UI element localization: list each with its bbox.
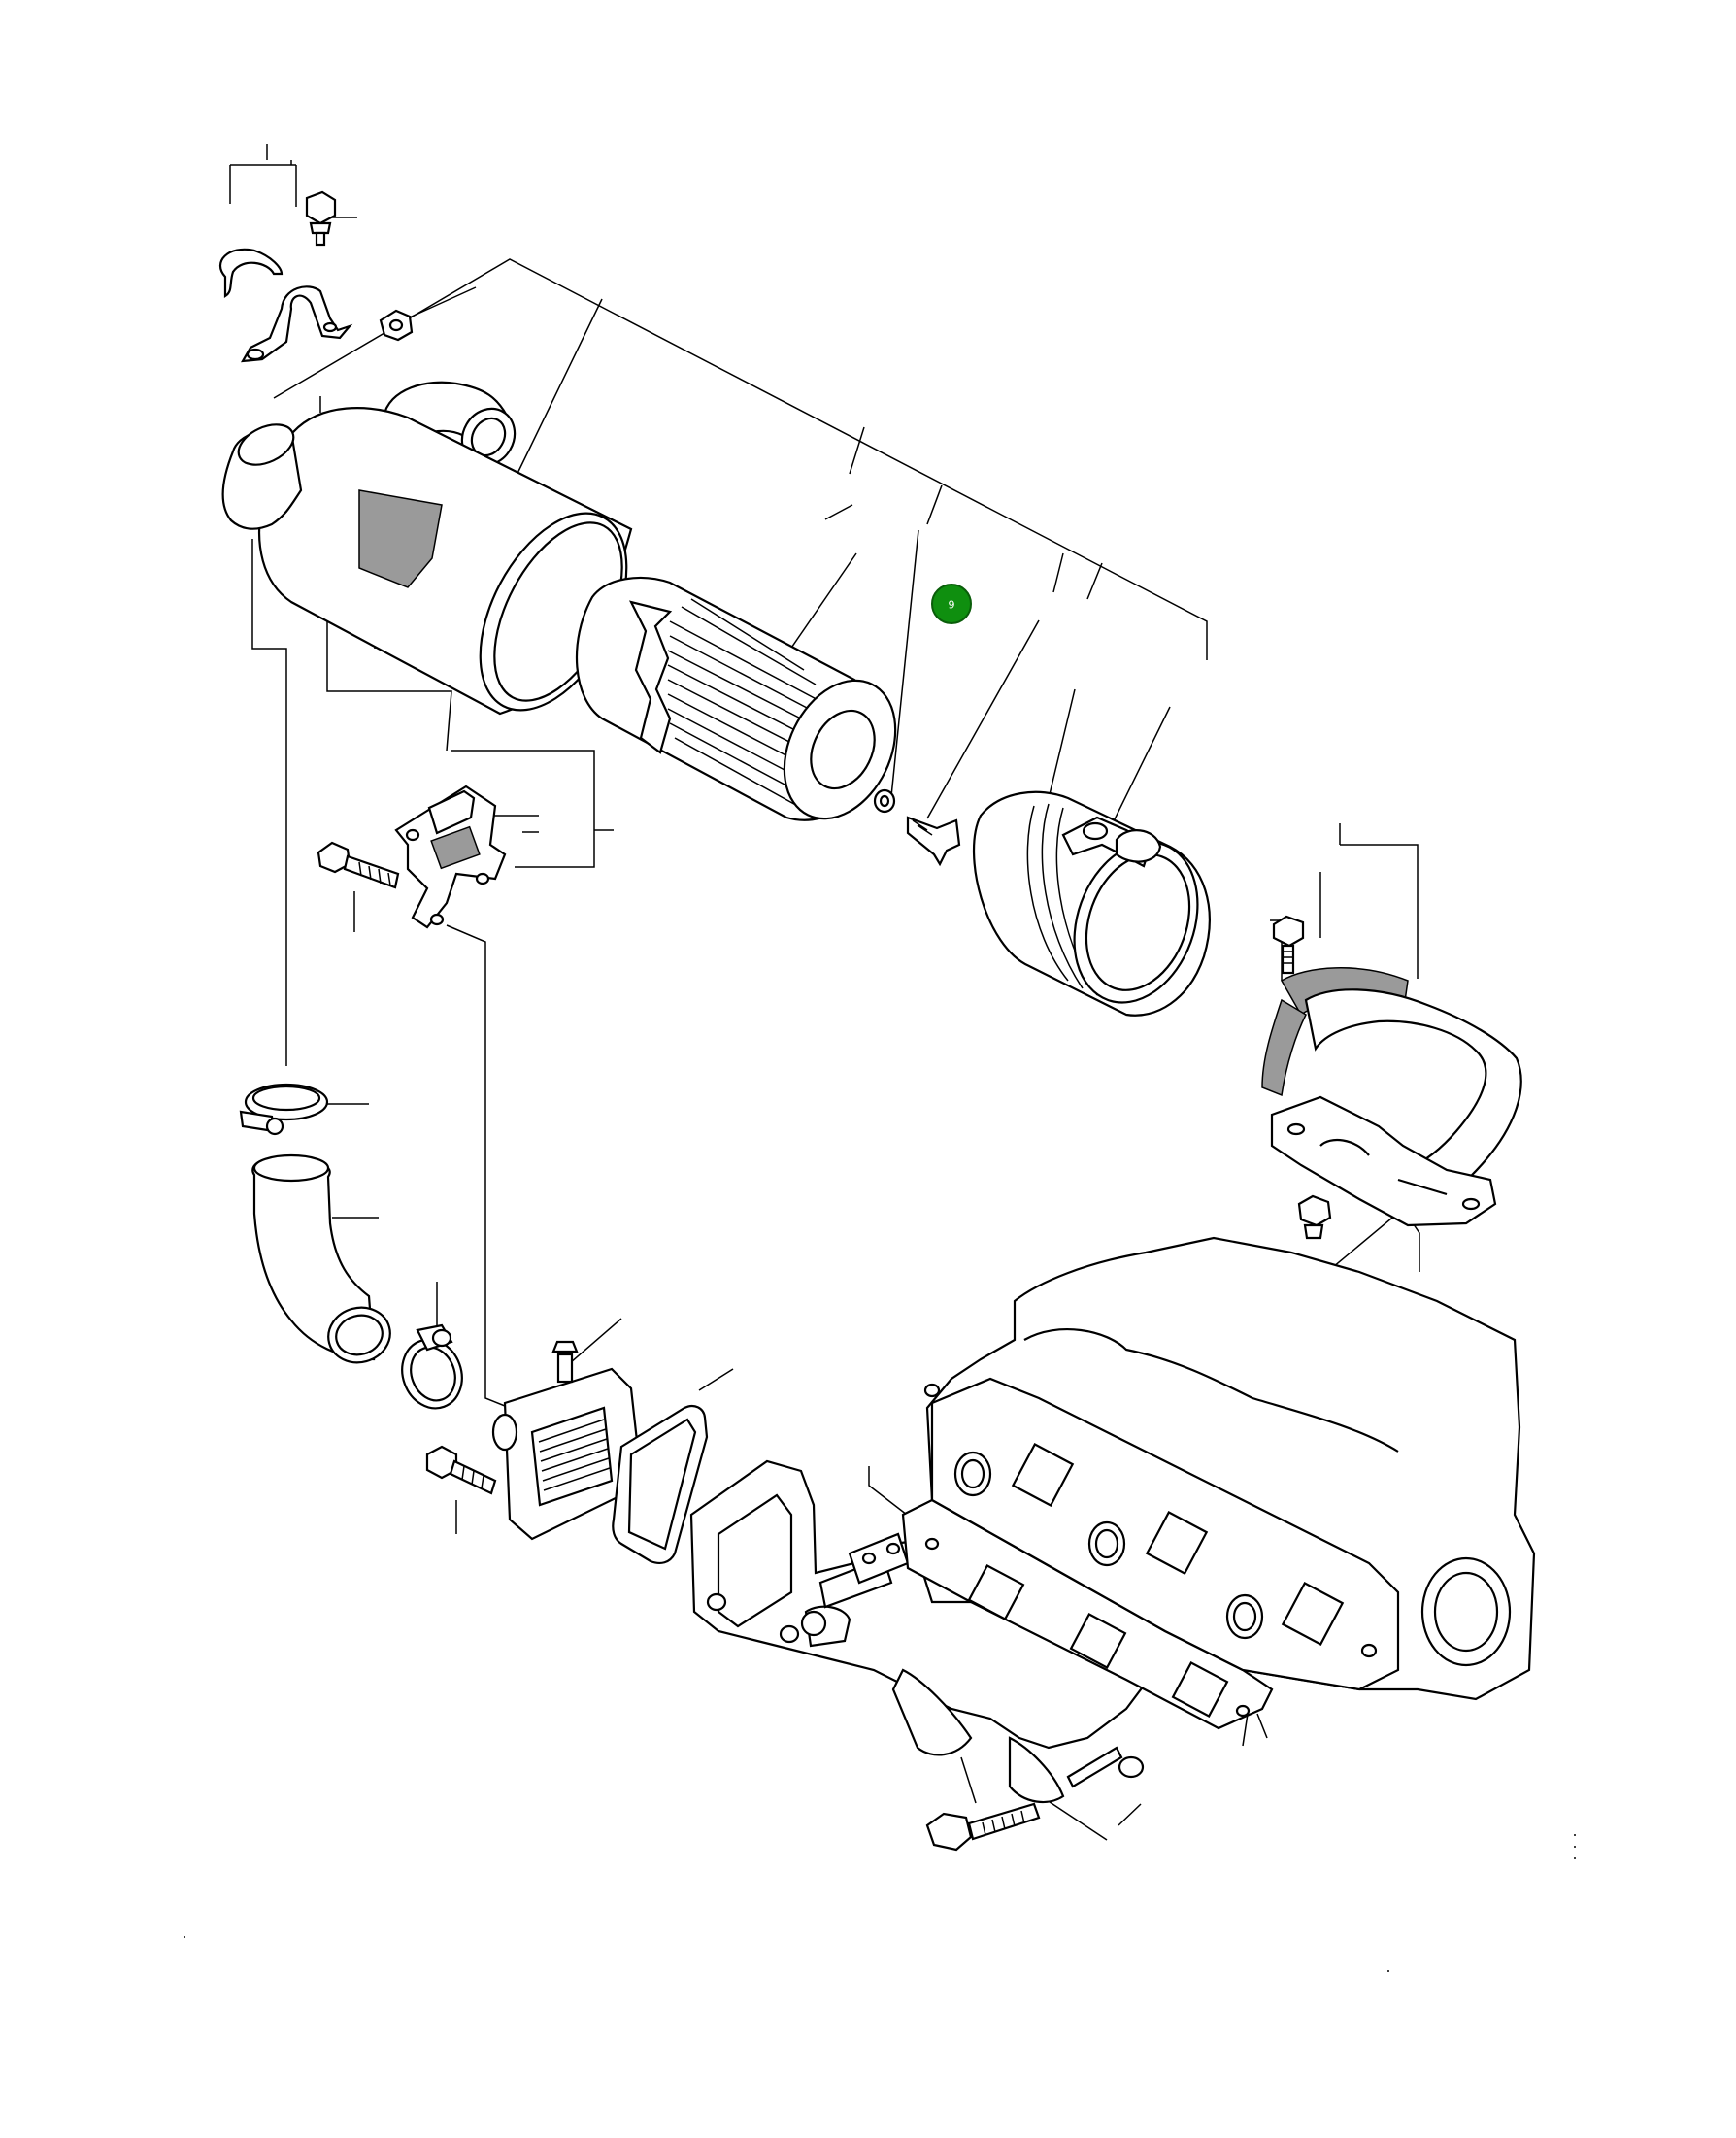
- nut-small-part[interactable]: [379, 309, 414, 342]
- heater-body-part[interactable]: [491, 1340, 643, 1541]
- saddle-bracket-part[interactable]: [240, 285, 353, 363]
- dust-cup-part[interactable]: [972, 790, 1219, 1020]
- leader-lines: [229, 144, 1420, 1841]
- intake-manifold-part[interactable]: [689, 1459, 1157, 1803]
- hose-clamp-upper-part[interactable]: [239, 1083, 329, 1136]
- gasket-nut-part[interactable]: [873, 788, 896, 814]
- manifold-bolt-part[interactable]: [925, 1802, 1041, 1852]
- clip-part[interactable]: [218, 248, 284, 298]
- wing-bolt-part[interactable]: [906, 816, 961, 867]
- elbow-hose-part[interactable]: [251, 1153, 396, 1369]
- scan-specks: [184, 1834, 1576, 1972]
- sensor-bracket-part[interactable]: [394, 785, 507, 929]
- bolt-top-left-part[interactable]: [305, 190, 337, 247]
- filter-element-part[interactable]: [575, 576, 918, 837]
- mounting-band-part[interactable]: [1261, 967, 1522, 1227]
- band-bolt-upper-part[interactable]: [1272, 915, 1305, 975]
- filter-pleats: [667, 598, 830, 809]
- hotspot-marker[interactable]: [931, 584, 972, 624]
- hotspot-callout-9[interactable]: 9: [931, 584, 972, 624]
- band-bolt-lower-part[interactable]: [1297, 1194, 1332, 1240]
- air-cleaner-housing-part[interactable]: [221, 381, 657, 734]
- bracket-bolt-part[interactable]: [317, 841, 400, 889]
- manifold-stud-part[interactable]: [1066, 1746, 1123, 1788]
- hose-clamp-lower-part[interactable]: [392, 1323, 471, 1417]
- heater-bolt-part[interactable]: [425, 1445, 497, 1495]
- heater-gasket-part[interactable]: [612, 1404, 709, 1564]
- cylinder-head-part[interactable]: [923, 1236, 1536, 1701]
